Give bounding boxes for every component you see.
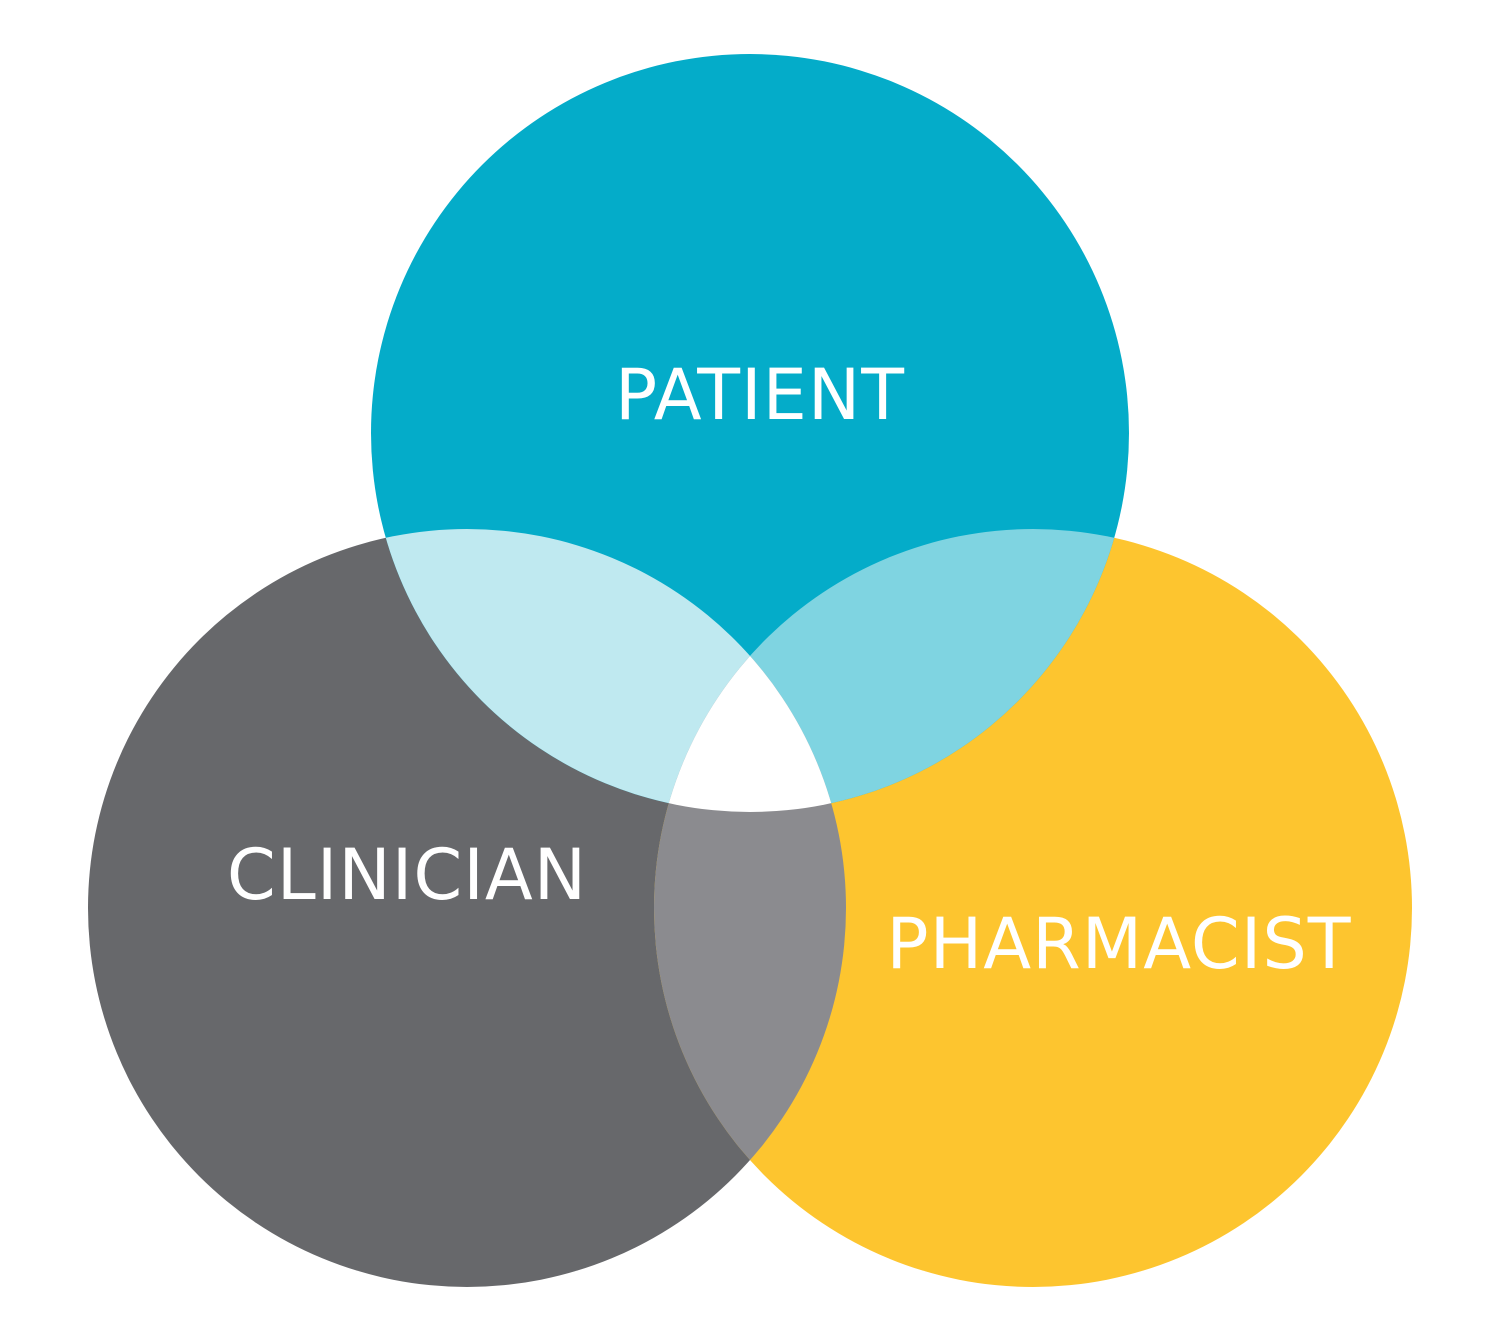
overlap-patient-clinician [371, 529, 846, 812]
overlap-patient-pharmacist [654, 529, 1129, 812]
label-clinician: CLINICIAN [227, 834, 587, 916]
label-pharmacist: PHARMACIST [886, 903, 1351, 985]
label-patient: PATIENT [615, 354, 905, 436]
